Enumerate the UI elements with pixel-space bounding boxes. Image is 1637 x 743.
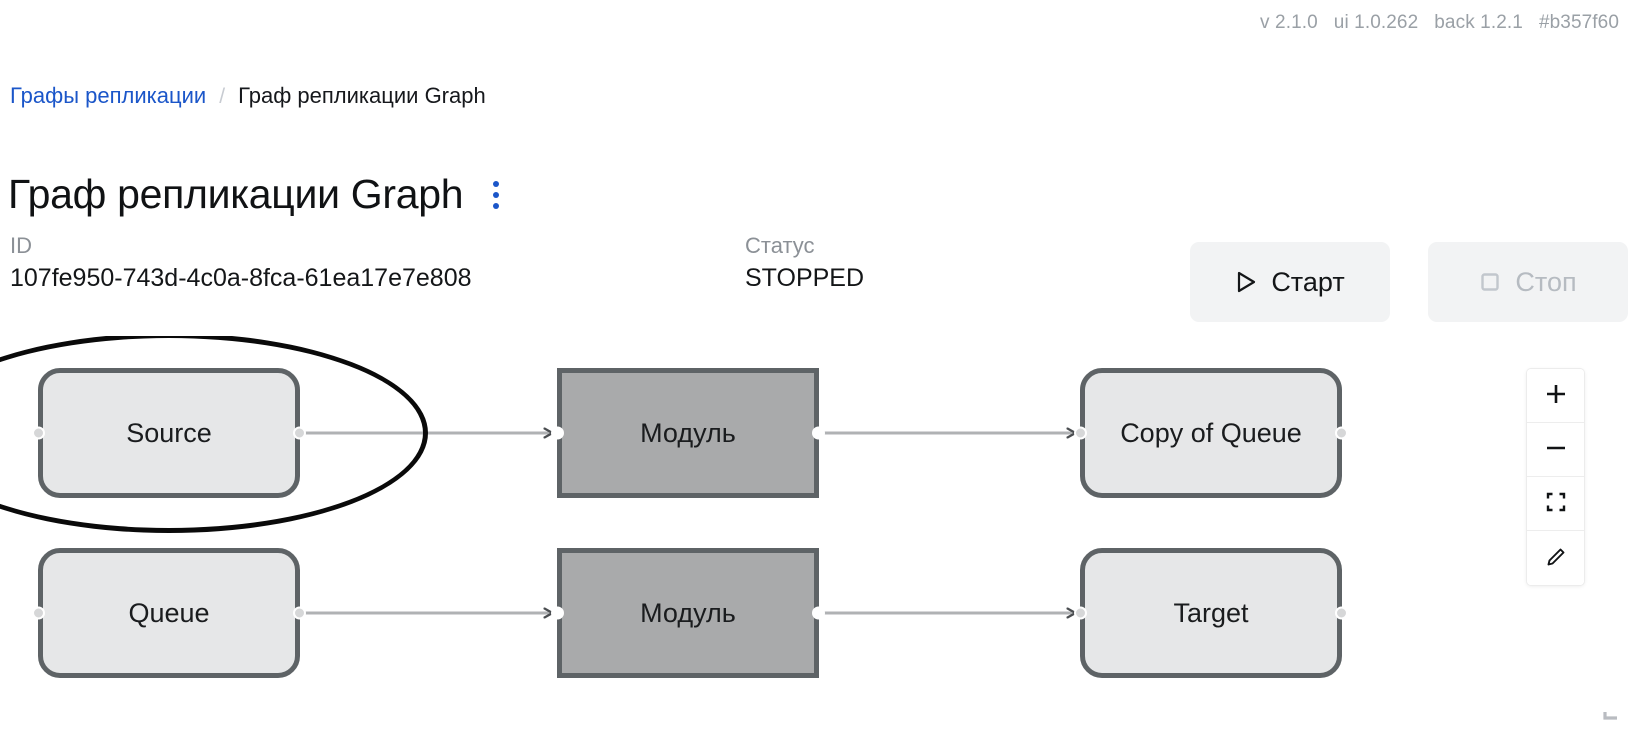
resize-corner-icon[interactable]: [1601, 700, 1623, 722]
title-row: Граф репликации Graph: [8, 144, 509, 246]
status-value: STOPPED: [745, 263, 865, 292]
kebab-dot: [493, 202, 500, 209]
page-title: Граф репликации Graph: [8, 171, 464, 218]
graph-controls-panel: [1527, 369, 1584, 585]
graph-node-label: Queue: [128, 597, 210, 628]
version-bar: v 2.1.0 ui 1.0.262 back 1.2.1 #b357f60: [1260, 12, 1619, 34]
node-handle-right[interactable]: [1335, 606, 1348, 620]
node-handle-left[interactable]: [551, 426, 564, 440]
fit-view-icon: [1544, 490, 1568, 517]
plus-icon: [1543, 381, 1569, 410]
kebab-menu-icon[interactable]: [483, 176, 509, 214]
graph-node-label: Target: [1173, 597, 1249, 628]
commit-hash: #b357f60: [1538, 12, 1619, 33]
graph-node-label: Copy of Queue: [1120, 417, 1302, 448]
app-version: v 2.1.0: [1260, 12, 1318, 33]
zoom-in-button[interactable]: [1527, 369, 1584, 423]
graph-node-module-top[interactable]: Модуль: [551, 368, 825, 498]
node-handle-right[interactable]: [293, 426, 306, 440]
id-value: 107fe950-743d-4c0a-8fca-61ea17e7e808: [10, 263, 472, 292]
breadcrumb: Графы репликации / Граф репликации Graph: [10, 83, 486, 109]
stop-square-icon: [1479, 271, 1501, 293]
graph-node-source[interactable]: Source: [32, 368, 306, 498]
ui-version: ui 1.0.262: [1333, 12, 1419, 33]
graph-node-target[interactable]: Target: [1074, 548, 1348, 678]
minus-icon: [1543, 435, 1569, 464]
kebab-dot: [493, 180, 500, 187]
id-label: ID: [10, 233, 32, 258]
id-field: ID 107fe950-743d-4c0a-8fca-61ea17e7e808: [10, 232, 472, 294]
zoom-out-button[interactable]: [1527, 423, 1584, 477]
graph-node-copy-queue[interactable]: Copy of Queue: [1074, 368, 1348, 498]
breadcrumb-separator: /: [219, 85, 226, 108]
start-button-label: Старт: [1271, 266, 1345, 297]
stop-button[interactable]: Стоп: [1428, 242, 1628, 322]
node-handle-right[interactable]: [293, 606, 306, 620]
node-handle-left[interactable]: [32, 606, 45, 620]
breadcrumb-current: Граф репликации Graph: [238, 83, 486, 108]
pencil-icon: [1544, 545, 1568, 572]
node-handle-left[interactable]: [551, 606, 564, 620]
status-label: Статус: [745, 233, 815, 258]
node-handle-right[interactable]: [812, 606, 825, 620]
node-handle-right[interactable]: [1335, 426, 1348, 440]
node-handle-left[interactable]: [32, 426, 45, 440]
breadcrumb-link-graphs[interactable]: Графы репликации: [10, 83, 207, 108]
start-button[interactable]: Старт: [1190, 242, 1390, 322]
kebab-dot: [493, 191, 500, 198]
fit-view-button[interactable]: [1527, 477, 1584, 531]
edit-button[interactable]: [1527, 531, 1584, 585]
graph-node-label: Модуль: [640, 417, 736, 448]
node-handle-left[interactable]: [1074, 426, 1087, 440]
node-handle-right[interactable]: [812, 426, 825, 440]
graph-node-module-bot[interactable]: Модуль: [551, 548, 825, 678]
graph-node-label: Source: [126, 417, 212, 448]
action-buttons: Старт Стоп: [1190, 242, 1628, 322]
node-handle-left[interactable]: [1074, 606, 1087, 620]
meta-row: ID 107fe950-743d-4c0a-8fca-61ea17e7e808 …: [0, 232, 1637, 322]
back-version: back 1.2.1: [1434, 12, 1523, 33]
status-field: Статус STOPPED: [745, 232, 864, 294]
graph-node-label: Модуль: [640, 597, 736, 628]
stop-button-label: Стоп: [1515, 266, 1577, 297]
play-icon: [1235, 270, 1257, 294]
graph-node-queue[interactable]: Queue: [32, 548, 306, 678]
